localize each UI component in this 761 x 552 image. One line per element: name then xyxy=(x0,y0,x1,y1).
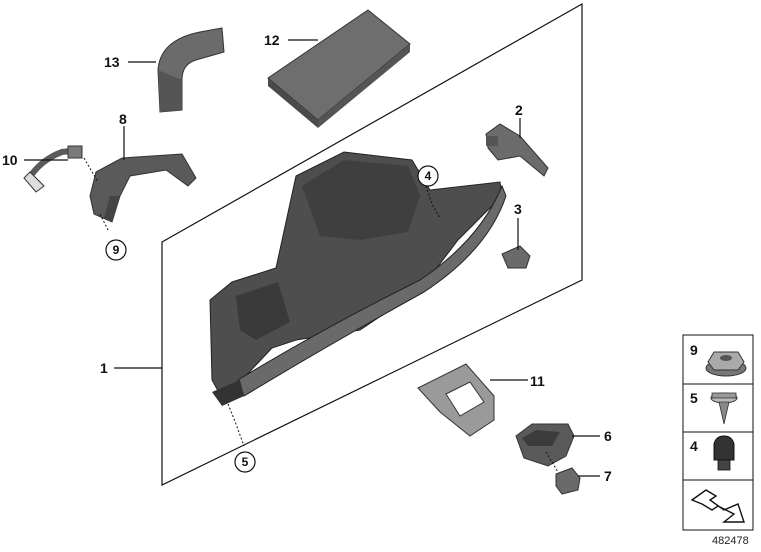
assembly-frame xyxy=(161,2,583,486)
screw-icon xyxy=(710,392,738,425)
callout-13: 13 xyxy=(104,54,120,70)
legend-number-3: 4 xyxy=(690,438,698,454)
part-13-pad xyxy=(157,27,225,113)
callout-8: 8 xyxy=(119,111,127,127)
svg-text:4: 4 xyxy=(425,169,432,183)
legend-number-2: 5 xyxy=(690,390,698,406)
part-12-mat xyxy=(267,9,411,128)
part-8-bracket xyxy=(89,153,197,223)
part-2-latch xyxy=(485,123,549,177)
part-7-plug xyxy=(555,467,581,495)
svg-text:9: 9 xyxy=(113,243,120,257)
svg-text:5: 5 xyxy=(242,455,249,469)
circled-ref-5: 5 xyxy=(234,451,256,473)
callout-11: 11 xyxy=(530,373,545,389)
callout-10: 10 xyxy=(2,152,18,168)
callout-3: 3 xyxy=(514,201,522,217)
circled-ref-4: 4 xyxy=(417,165,439,187)
part-10-cable xyxy=(23,145,83,193)
nut-icon xyxy=(705,351,747,377)
drawing-id: 482478 xyxy=(712,535,749,547)
part-11-frame xyxy=(417,363,495,437)
callout-2: 2 xyxy=(515,102,523,118)
callout-12: 12 xyxy=(264,32,280,48)
circled-ref-9: 9 xyxy=(105,239,127,261)
callout-7: 7 xyxy=(604,468,612,484)
legend-number-1: 9 xyxy=(690,342,698,358)
arrow-symbol-icon xyxy=(690,489,745,523)
bumper-stop-icon xyxy=(713,435,735,471)
legend-panel: 9 5 4 xyxy=(682,334,754,531)
part-3-clip xyxy=(501,245,531,269)
callout-6: 6 xyxy=(604,428,612,444)
callout-1: 1 xyxy=(100,360,108,376)
part-1-glove-box xyxy=(209,151,507,406)
part-6-housing xyxy=(515,423,575,467)
